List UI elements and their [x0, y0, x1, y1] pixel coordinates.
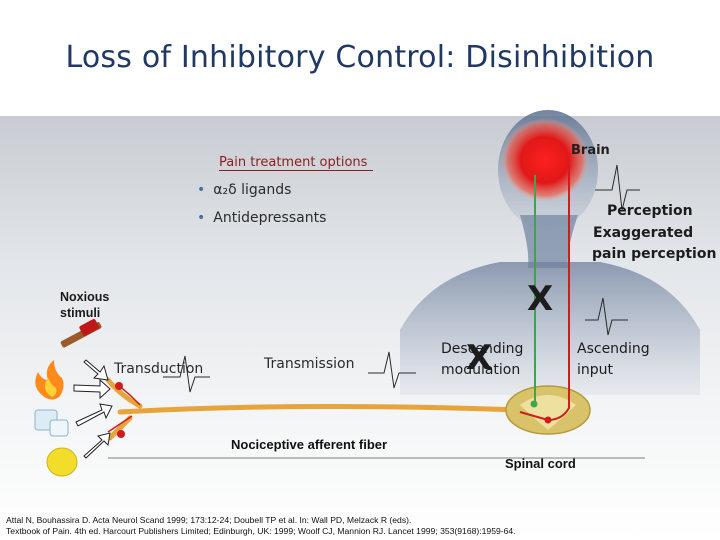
perception-label: Perception	[607, 203, 693, 219]
hammer-icon	[60, 319, 102, 348]
treatment-options-heading: Pain treatment options	[219, 155, 374, 171]
transmission-label: Transmission	[264, 356, 355, 372]
reference-line: Textbook of Pain. 4th ed. Harcourt Publi…	[6, 526, 516, 536]
ascending-input-label: Ascending input	[577, 341, 650, 378]
block-mark-x: X	[527, 279, 554, 319]
exaggerated-label: Exaggerated	[593, 225, 694, 241]
reference-line: Attal N, Bouhassira D. Acta Neurol Scand…	[6, 515, 412, 525]
spinal-cord-icon	[505, 385, 591, 435]
nociceptive-fiber-label: Nociceptive afferent fiber	[231, 437, 388, 452]
nociceptive-fiber	[105, 377, 523, 441]
treatment-option: •Antidepressants	[197, 210, 327, 226]
reference-citation: Attal N, Bouhassira D. Acta Neurol Scand…	[6, 515, 516, 537]
slide-title: Loss of Inhibitory Control: Disinhibitio…	[65, 40, 655, 75]
lemon-icon	[46, 447, 78, 477]
ice-icon	[34, 409, 69, 437]
brain-icon	[501, 118, 589, 202]
transduction-label: Transduction	[114, 361, 204, 377]
flame-icon	[35, 360, 64, 400]
noxious-stimuli-label: Noxious stimuli	[60, 290, 110, 320]
exaggerated-label: pain perception	[592, 246, 717, 262]
spinal-cord-label: Spinal cord	[505, 456, 576, 471]
brain-label: Brain	[571, 143, 610, 158]
descending-modulation-label: Descending modulation	[441, 341, 524, 378]
block-mark-x: X	[466, 338, 493, 378]
treatment-option: •α₂δ ligands	[197, 182, 292, 198]
